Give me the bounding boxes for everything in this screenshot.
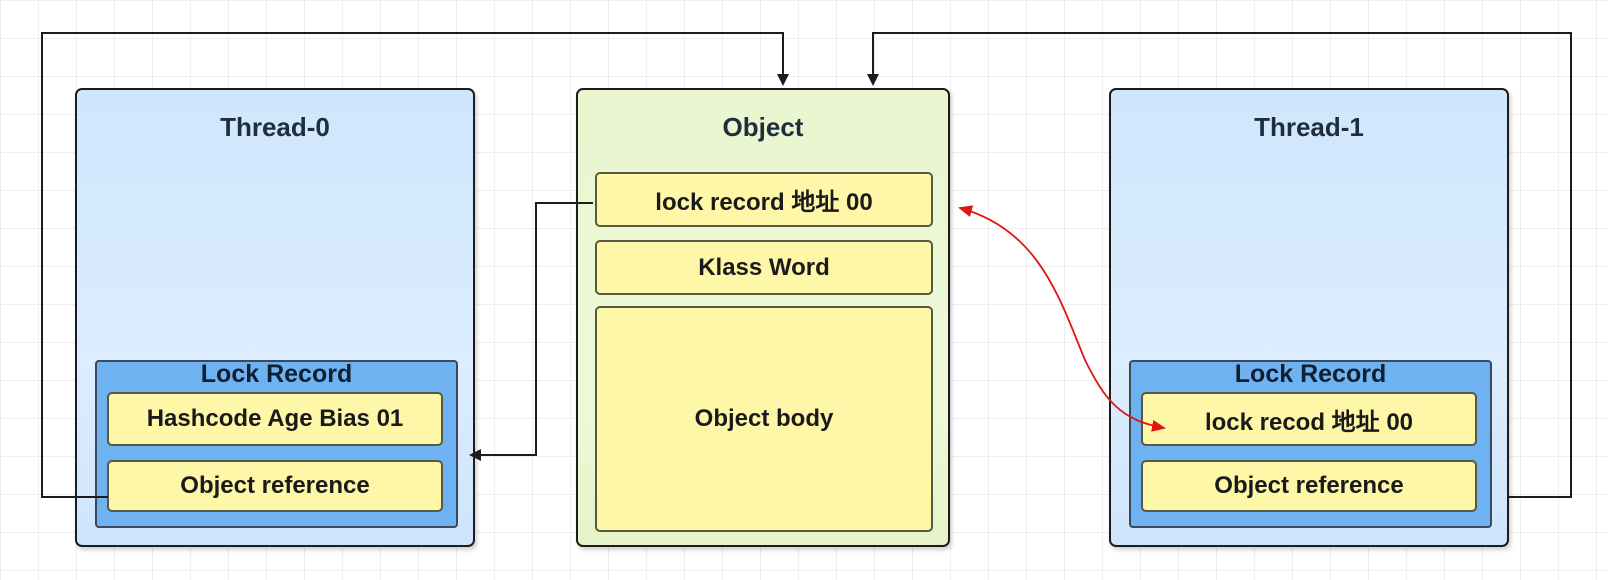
thread-1-title: Thread-1 <box>1254 112 1364 142</box>
object-box: Object lock record 地址 00 Klass Word Obje… <box>576 88 950 547</box>
thread-1-object-reference-cell: Object reference <box>1141 460 1477 512</box>
thread-1-box: Thread-1 Lock Record lock recod 地址 00 Ob… <box>1109 88 1509 547</box>
thread-0-mark-word-cell: Hashcode Age Bias 01 <box>107 392 443 446</box>
thread-0-title: Thread-0 <box>220 112 330 142</box>
object-body-cell: Object body <box>595 306 933 532</box>
thread-1-lock-record-title: Lock Record <box>1234 360 1387 388</box>
mark-word-to-thread-0-arrow <box>469 202 593 461</box>
object-mark-word-cell: lock record 地址 00 <box>595 172 933 227</box>
thread-0-object-reference-cell: Object reference <box>107 460 443 512</box>
thread-0-lock-record-title: Lock Record <box>200 360 353 388</box>
thread-0-lock-record: Lock Record Hashcode Age Bias 01 Object … <box>95 360 458 528</box>
thread-1-mark-word-cell: lock recod 地址 00 <box>1141 392 1477 446</box>
thread-1-lock-record: Lock Record lock recod 地址 00 Object refe… <box>1129 360 1492 528</box>
thread-0-box: Thread-0 Lock Record Hashcode Age Bias 0… <box>75 88 475 547</box>
object-title: Object <box>722 112 804 142</box>
object-klass-word-cell: Klass Word <box>595 240 933 295</box>
